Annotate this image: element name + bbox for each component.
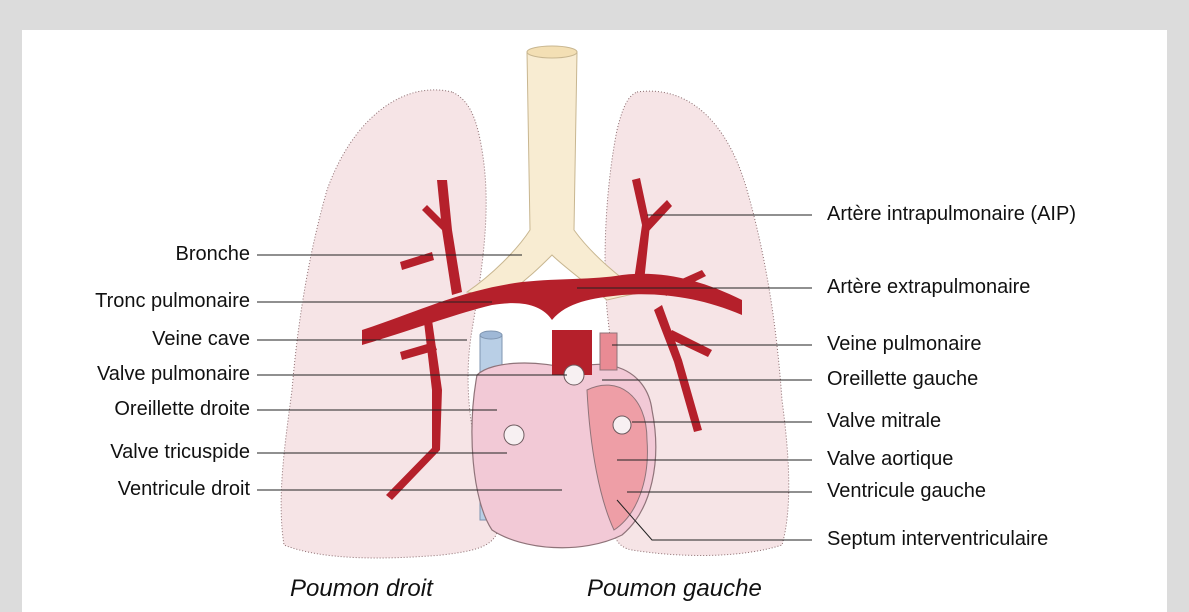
tricuspid-valve xyxy=(504,425,524,445)
trachea-opening xyxy=(527,46,577,58)
label-mitral-valve: Valve mitrale xyxy=(827,410,941,432)
lung-heart-illustration xyxy=(22,30,1167,612)
label-intrapulmonary-artery: Artère intrapulmonaire (AIP) xyxy=(827,203,1076,225)
label-pulmonary-vein: Veine pulmonaire xyxy=(827,333,982,355)
label-left-atrium: Oreillette gauche xyxy=(827,368,978,390)
label-bronchus: Bronche xyxy=(176,243,251,265)
diagram-panel: Bronche Tronc pulmonaire Veine cave Valv… xyxy=(22,30,1167,612)
label-right-ventricle: Ventricule droit xyxy=(118,478,250,500)
caption-left-lung: Poumon gauche xyxy=(587,575,762,603)
pulmonary-vein-stub xyxy=(600,333,617,370)
label-tricuspid-valve: Valve tricuspide xyxy=(110,441,250,463)
label-left-ventricle: Ventricule gauche xyxy=(827,480,986,502)
label-interventricular-septum: Septum interventriculaire xyxy=(827,528,1048,550)
label-right-atrium: Oreillette droite xyxy=(114,398,250,420)
caption-right-lung: Poumon droit xyxy=(290,575,433,603)
label-extrapulmonary-artery: Artère extrapulmonaire xyxy=(827,276,1030,298)
mitral-valve xyxy=(613,416,631,434)
label-pulmonary-trunk: Tronc pulmonaire xyxy=(95,290,250,312)
label-aortic-valve: Valve aortique xyxy=(827,448,953,470)
label-pulmonary-valve: Valve pulmonaire xyxy=(97,363,250,385)
label-vena-cava: Veine cave xyxy=(152,328,250,350)
